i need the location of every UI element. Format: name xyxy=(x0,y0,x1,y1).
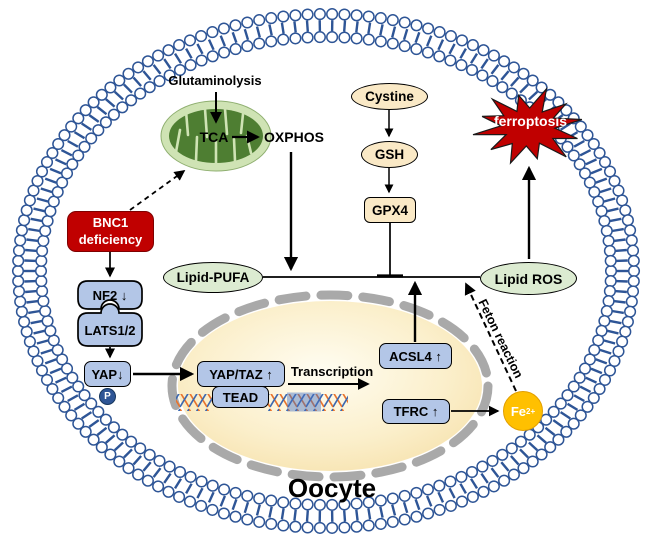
nuclear-envelope xyxy=(167,290,493,482)
hippo-complex xyxy=(77,280,143,347)
lipid-ros-node: Lipid ROS xyxy=(480,262,577,295)
cell-membrane xyxy=(11,8,641,534)
yap-box: YAP↓ xyxy=(84,361,131,387)
gsh-node: GSH xyxy=(361,141,418,168)
phospho-badge: P xyxy=(99,388,116,405)
nf2-shape xyxy=(77,280,143,310)
lats-shape xyxy=(77,303,143,347)
oocyte-label: Oocyte xyxy=(287,472,377,503)
oxphos-label: OXPHOS xyxy=(264,128,324,145)
glutaminolysis-label: Glutaminolysis xyxy=(168,73,262,88)
lats-label: LATS1/2 xyxy=(84,322,136,338)
tead-box: TEAD xyxy=(212,386,269,408)
tca-label: TCA xyxy=(199,128,229,145)
ferroptosis-starburst xyxy=(472,86,583,165)
transcription-label: Transcription xyxy=(290,364,374,379)
lipid-pufa-node: Lipid-PUFA xyxy=(163,262,263,293)
fe-charge: 2+ xyxy=(526,406,536,416)
dna-strand xyxy=(176,392,348,412)
gpx4-box: GPX4 xyxy=(364,197,416,223)
dna-highlight xyxy=(287,392,321,412)
bnc1-line1: BNC1 xyxy=(92,215,129,231)
dashed-arrow-bnc1-mitochondrion xyxy=(129,170,186,211)
bnc1-deficiency-box: BNC1 deficiency xyxy=(67,211,154,252)
fe-label: Fe xyxy=(510,403,527,419)
cystine-node: Cystine xyxy=(351,83,428,110)
nf2-label: NF2 ↓ xyxy=(92,287,128,303)
mitochondrial-cristae xyxy=(174,107,253,165)
ferroptosis-label: ferroptosis xyxy=(493,113,568,129)
pathway-arrows xyxy=(104,92,537,417)
mitochondrion xyxy=(160,100,272,172)
tfrc-box: TFRC ↑ xyxy=(382,399,450,424)
acsl4-box: ACSL4 ↑ xyxy=(379,343,452,369)
bnc1-line2: deficiency xyxy=(78,231,143,247)
yaptaz-box: YAP/TAZ ↑ xyxy=(197,361,285,387)
